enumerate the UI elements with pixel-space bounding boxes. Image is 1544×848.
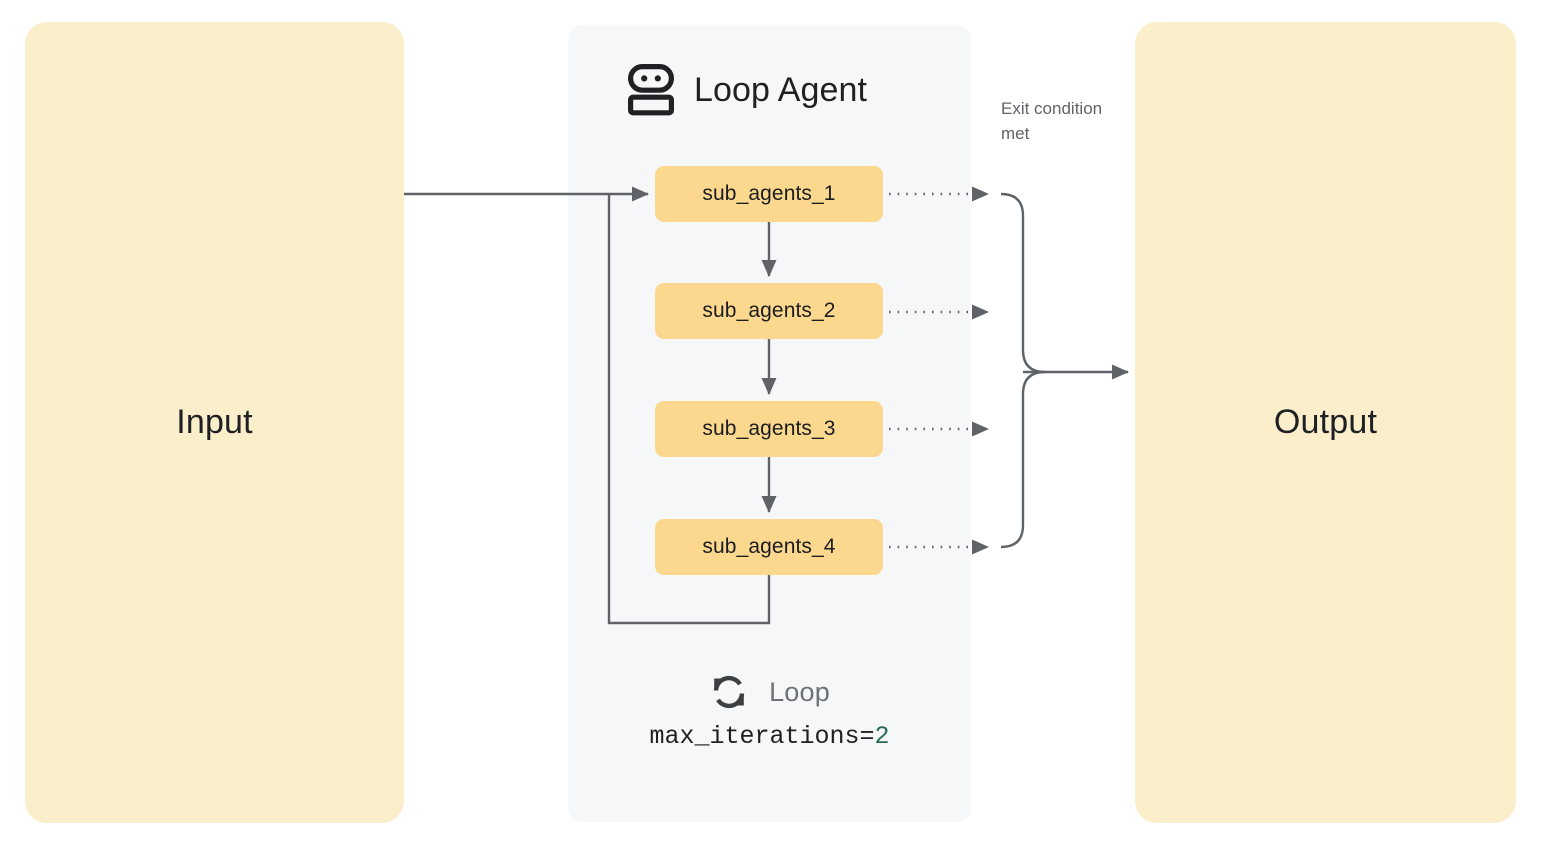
loop-footer-row: Loop <box>709 672 830 712</box>
loop-label: Loop <box>769 676 830 707</box>
input-label: Input <box>176 403 253 441</box>
sub-agent-label: sub_agents_2 <box>702 299 836 322</box>
sub-agent-label: sub_agents_3 <box>702 417 836 440</box>
robot-icon <box>628 64 674 116</box>
loop-agent-header: Loop Agent <box>628 64 867 116</box>
loop-icon <box>709 672 749 712</box>
output-panel: Output <box>1135 22 1516 823</box>
connector-collector-bottom <box>1000 370 1046 549</box>
sub-agent-box[interactable]: sub_agents_4 <box>655 519 883 575</box>
sub-agent-label: sub_agents_4 <box>702 535 836 558</box>
max-iterations-value: 2 <box>874 722 890 751</box>
connector-collector-top <box>1000 192 1046 374</box>
sub-agent-box[interactable]: sub_agents_2 <box>655 283 883 339</box>
loop-footer: Loop max_iterations=2 <box>568 672 971 751</box>
max-iterations-key: max_iterations= <box>649 722 875 751</box>
sub-agent-box[interactable]: sub_agents_3 <box>655 401 883 457</box>
exit-condition-note: Exit condition met <box>1001 99 1103 144</box>
sub-agent-label: sub_agents_1 <box>702 182 836 205</box>
output-label: Output <box>1273 403 1378 441</box>
sub-agent-box[interactable]: sub_agents_1 <box>655 166 883 222</box>
loop-agent-title: Loop Agent <box>694 71 868 109</box>
input-panel: Input <box>25 22 404 823</box>
max-iterations-config: max_iterations=2 <box>649 722 889 751</box>
